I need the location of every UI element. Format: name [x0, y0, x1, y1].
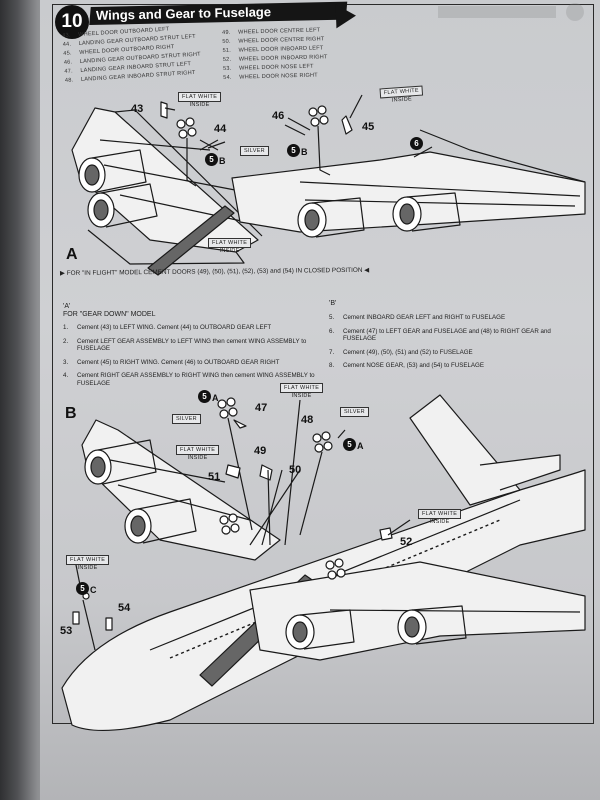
column-b-heading: 'B' [329, 300, 337, 307]
part-number-51: 51 [208, 471, 221, 483]
instruction-step: 4.Cement RIGHT GEAR ASSEMBLY to RIGHT WI… [63, 372, 315, 387]
reference-circle-5a-left: 5 [198, 390, 211, 403]
part-number-44: 44 [214, 123, 227, 135]
page-binding-shadow [0, 0, 44, 800]
instructions-column-a: 'A' FOR "GEAR DOWN" MODEL 1.Cement (43) … [63, 303, 318, 394]
column-a-subheading: FOR "GEAR DOWN" MODEL [63, 311, 156, 318]
reference-circle-5a-right: 5 [343, 438, 356, 451]
reference-circle-5b-right: 5 [287, 144, 300, 157]
instruction-step: 2.Cement LEFT GEAR ASSEMBLY to LEFT WING… [63, 337, 307, 353]
part-number-54: 54 [118, 602, 131, 614]
reference-sub-b-right: B [301, 147, 308, 157]
instruction-step: 8.Cement NOSE GEAR, (53) and (54) to FUS… [329, 362, 484, 370]
reference-sub-c: C [90, 585, 97, 595]
instruction-step: 3.Cement (45) to RIGHT WING. Cement (46)… [63, 358, 280, 366]
part-number-53: 53 [60, 625, 73, 637]
part-number-43: 43 [131, 103, 144, 115]
reference-sub-a-right: A [357, 441, 364, 451]
parts-list-left: 43.WHEEL DOOR OUTBOARD LEFT 44.LANDING G… [62, 24, 202, 86]
adjacent-page-ghost-header [438, 3, 584, 21]
callout-silver-b2: SILVER [340, 407, 369, 417]
title-arrow-icon [335, 3, 357, 29]
part-number-48: 48 [301, 414, 314, 426]
column-a-heading: 'A' [63, 303, 71, 310]
arrow-right-icon: ▶ [60, 269, 65, 277]
instruction-step: 5.Cement INBOARD GEAR LEFT and RIGHT to … [329, 314, 506, 321]
callout-silver-b1: SILVER [172, 414, 201, 424]
reference-sub-b-left: B [219, 156, 226, 166]
part-number-50: 50 [289, 464, 302, 476]
part-number-47: 47 [255, 402, 268, 414]
instruction-step: 6.Cement (47) to LEFT GEAR and FUSELAGE … [329, 327, 551, 343]
callout-silver-a: SILVER [240, 146, 269, 156]
reference-circle-6: 6 [410, 137, 423, 150]
instruction-step: 1.Cement (43) to LEFT WING. Cement (44) … [63, 324, 272, 331]
panel-label-a: A [66, 246, 78, 263]
part-number-46: 46 [272, 110, 285, 122]
reference-circle-5b-left: 5 [205, 153, 218, 166]
part-number-52: 52 [400, 536, 413, 548]
instructions-column-b: 'B' 5.Cement INBOARD GEAR LEFT and RIGHT… [329, 300, 584, 376]
parts-list-right: 49.WHEEL DOOR CENTRE LEFT 50.WHEEL DOOR … [222, 26, 328, 82]
part-number-49: 49 [254, 445, 267, 457]
reference-circle-5c: 5 [76, 582, 89, 595]
reference-sub-a-left: A [212, 393, 219, 403]
part-number-45: 45 [362, 121, 375, 133]
instruction-step: 7.Cement (49), (50), (51) and (52) to FU… [329, 348, 473, 356]
step-number-badge: 10 [55, 5, 89, 39]
arrow-left-icon: ◀ [364, 266, 370, 274]
panel-label-b: B [65, 405, 77, 422]
